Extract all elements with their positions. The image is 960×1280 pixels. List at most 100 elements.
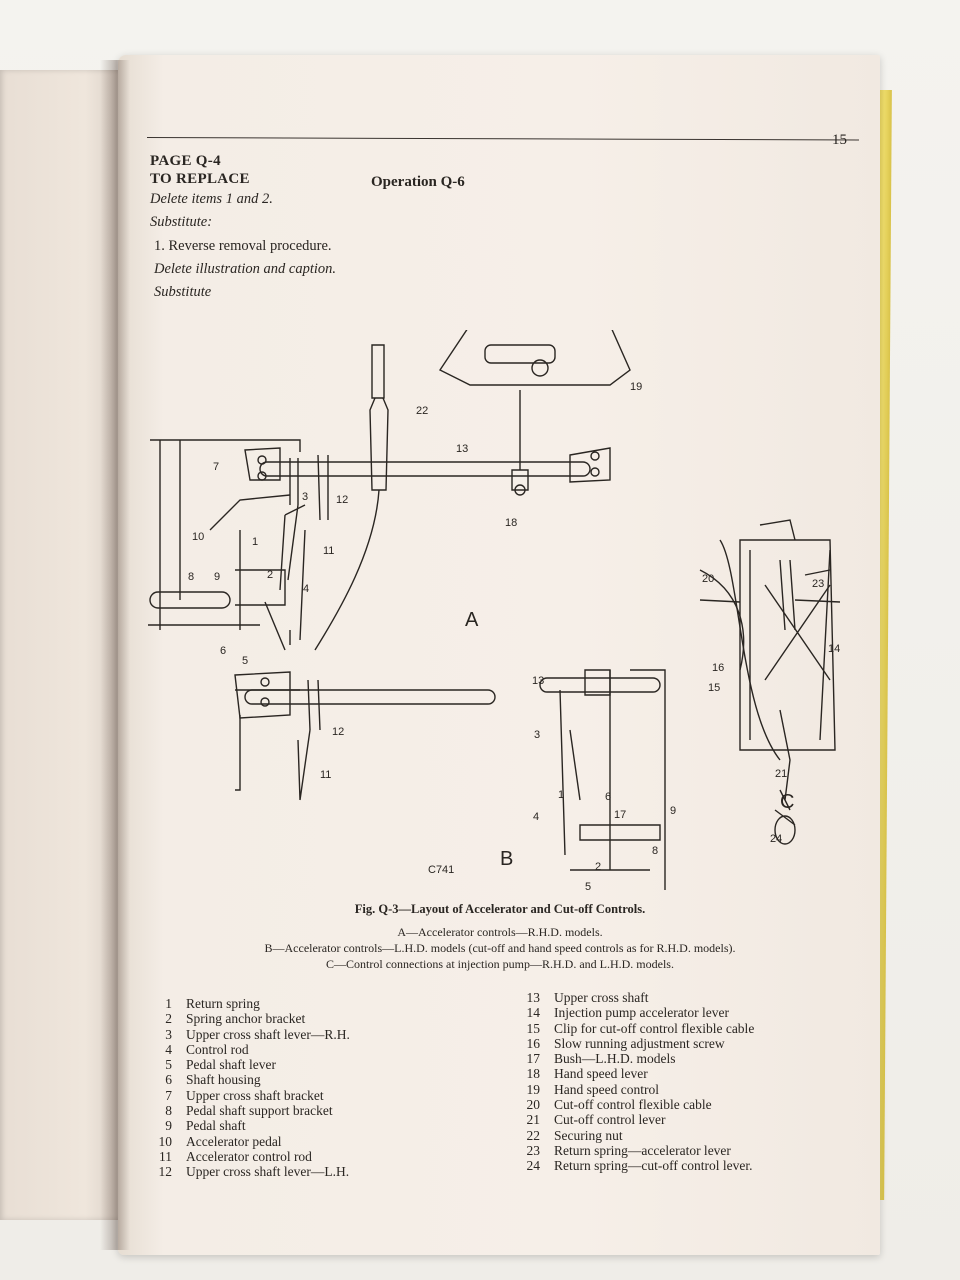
legend-item: 21 Cut-off control lever [520, 1112, 754, 1127]
legend-number: 20 [526, 1097, 541, 1113]
callout-18: 18 [505, 517, 517, 529]
legend-text: Cut-off control lever [554, 1112, 666, 1128]
legend-number: 6 [165, 1072, 172, 1088]
legend-number: 19 [526, 1081, 541, 1097]
instruction-line: Substitute [154, 284, 212, 300]
legend-right-column: 13 Upper cross shaft 14 Injection pump acc… [520, 990, 755, 1174]
legend-text: Upper cross shaft [554, 990, 649, 1005]
callout-7: 7 [213, 461, 219, 473]
legend-number: 17 [526, 1051, 541, 1067]
legend-text: Pedal shaft [186, 1118, 246, 1134]
view-label-b: B [500, 848, 513, 870]
legend-text: Return spring—accelerator lever [554, 1142, 731, 1158]
legend-number: 16 [526, 1035, 541, 1051]
legend-text: Bush—L.H.D. models [554, 1051, 676, 1067]
legend-text: Control rod [186, 1041, 249, 1057]
callout-17: 17 [614, 809, 626, 821]
view-label-c: C [780, 791, 794, 813]
callout-21: 21 [775, 768, 787, 780]
legend-text: Shaft housing [186, 1072, 261, 1088]
legend-item: 13 Upper cross shaft [520, 990, 754, 1005]
view-b-drawing [234, 671, 496, 801]
legend-item: 6 Shaft housing [152, 1072, 350, 1087]
legend-text: Return spring [186, 996, 260, 1011]
callout-8-b: 8 [652, 845, 658, 857]
legend-item: 23 Return spring—accelerator lever [520, 1143, 754, 1158]
callout-11: 11 [323, 545, 334, 557]
instruction-line: 1. Reverse removal procedure. [154, 238, 332, 254]
legend-item: 9 Pedal shaft [152, 1118, 350, 1133]
legend-number: 7 [165, 1087, 172, 1103]
view-a-drawing [148, 330, 631, 651]
callout-13-b: 13 [532, 675, 544, 687]
callout-5-b: 5 [585, 881, 591, 890]
callout-11-b: 11 [320, 769, 331, 781]
page-reference: PAGE Q-4 [150, 153, 221, 169]
legend-number: 21 [526, 1112, 541, 1128]
legend-number: 4 [165, 1041, 172, 1057]
legend-text: Clip for cut-off control flexible cable [554, 1020, 755, 1036]
callout-2: 2 [267, 569, 273, 581]
legend-item: 1 Return spring [152, 996, 350, 1011]
legend-text: Upper cross shaft lever—L.H. [186, 1164, 350, 1180]
operation-title: Operation Q-6 [371, 174, 465, 190]
legend-number: 10 [158, 1133, 173, 1149]
legend-text: Accelerator pedal [186, 1133, 282, 1149]
legend-item: 17 Bush—L.H.D. models [520, 1051, 754, 1066]
legend-number: 12 [158, 1164, 173, 1180]
legend-item: 10 Accelerator pedal [152, 1134, 350, 1149]
callout-22: 22 [416, 405, 428, 417]
legend-number: 1 [165, 996, 172, 1011]
instruction-line: Delete illustration and caption. [154, 261, 337, 277]
left-page [0, 70, 122, 1220]
callout-1: 1 [252, 536, 258, 548]
legend-item: 16 Slow running adjustment screw [520, 1036, 754, 1051]
instruction-line: Substitute: [150, 214, 213, 230]
callout-8: 8 [188, 571, 194, 583]
legend-text: Cut-off control flexible cable [554, 1097, 712, 1113]
callout-4-b: 4 [533, 811, 539, 823]
manual-page [118, 55, 880, 1255]
legend-number: 11 [159, 1148, 172, 1164]
page-number: 15 [832, 132, 847, 148]
legend-number: 14 [526, 1005, 541, 1021]
legend-text: Pedal shaft support bracket [186, 1103, 333, 1119]
figure-caption: Fig. Q-3—Layout of Accelerator and Cut-o… [354, 902, 646, 916]
legend-text: Securing nut [554, 1127, 623, 1143]
legend-number: 18 [526, 1066, 541, 1082]
callout-3: 3 [302, 491, 308, 503]
callout-6: 6 [220, 645, 226, 657]
callout-12: 12 [336, 494, 348, 506]
callout-19: 19 [630, 381, 642, 393]
legend-item: 4 Control rod [152, 1042, 350, 1057]
figure-subcaption-a: A—Accelerator controls—R.H.D. models. [397, 925, 603, 939]
legend-item: 14 Injection pump accelerator lever [520, 1005, 754, 1020]
callout-5: 5 [242, 655, 248, 667]
legend-number: 13 [526, 990, 541, 1005]
binding-shadow [100, 60, 130, 1250]
callout-16: 16 [712, 662, 724, 674]
legend-number: 23 [526, 1142, 541, 1158]
drawing-code: C741 [428, 864, 454, 876]
legend-text: Injection pump accelerator lever [554, 1005, 730, 1021]
view-b-pedal-drawing [539, 669, 666, 890]
legend-text: Slow running adjustment screw [554, 1035, 725, 1051]
figure-subcaption-c: C—Control connections at injection pump—… [326, 957, 674, 971]
section-heading: TO REPLACE [150, 171, 250, 187]
callout-24: 24 [770, 833, 782, 845]
figure-subcaption-b: B—Accelerator controls—L.H.D. models (cu… [264, 941, 736, 955]
callout-6-b: 6 [605, 791, 611, 803]
control-layout-diagram: A B C C741 7 3 12 13 22 19 18 10 1 11 2 … [148, 330, 840, 890]
legend-number: 24 [526, 1158, 541, 1174]
legend-item: 20 Cut-off control flexible cable [520, 1097, 754, 1112]
legend-item: 12 Upper cross shaft lever—L.H. [152, 1164, 350, 1179]
legend-number: 9 [165, 1118, 172, 1134]
